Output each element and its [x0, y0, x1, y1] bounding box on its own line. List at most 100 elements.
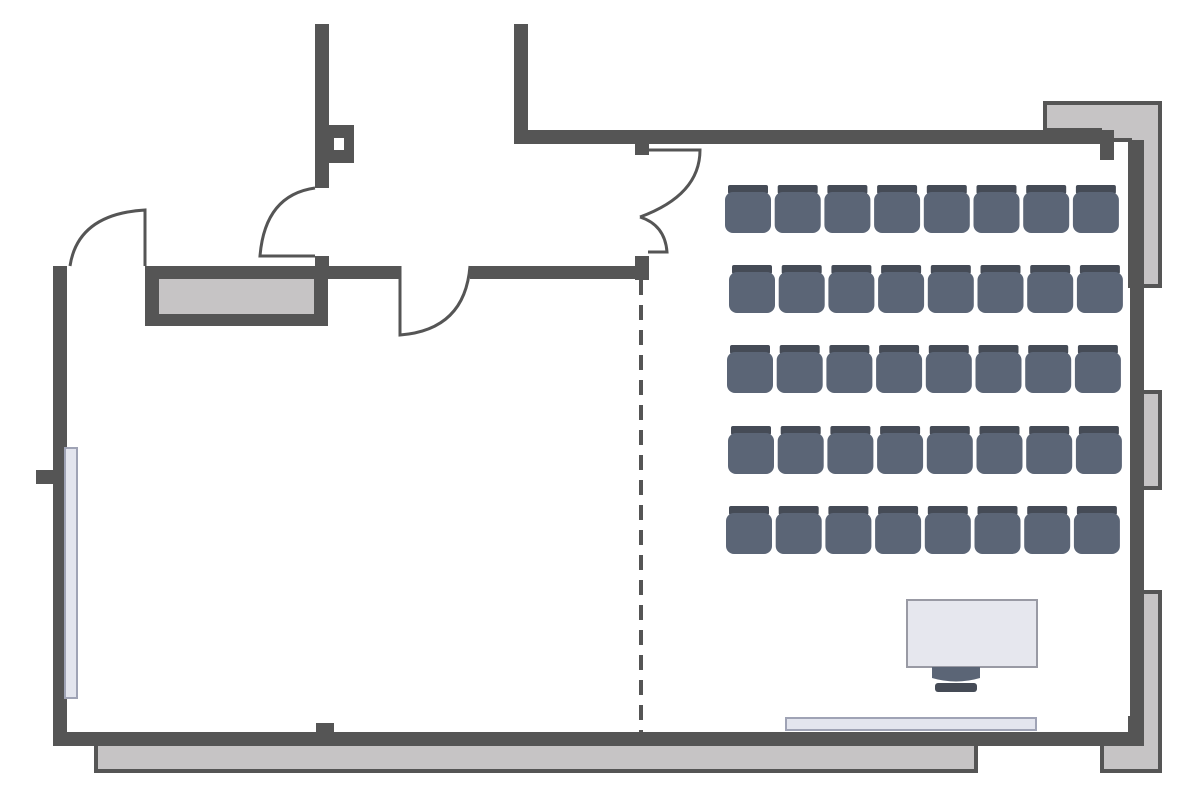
- right-wall: [1130, 140, 1144, 746]
- door-middle: [398, 265, 472, 337]
- seat-body: [878, 272, 925, 313]
- left-wall: [53, 266, 67, 746]
- seat-back: [880, 426, 921, 435]
- seat: [777, 426, 824, 474]
- seat-body: [927, 272, 974, 313]
- seat: [875, 506, 922, 554]
- seat-body: [875, 513, 922, 554]
- left-window: [64, 447, 78, 699]
- seat-back: [926, 185, 967, 194]
- seat-back: [732, 265, 772, 274]
- seat: [1074, 345, 1121, 393]
- seat: [727, 345, 773, 393]
- seat: [976, 426, 1023, 474]
- front-shelf: [785, 717, 1037, 731]
- seat-body: [977, 272, 1024, 313]
- seat-back: [980, 265, 1021, 274]
- seat: [827, 426, 874, 474]
- seat: [874, 185, 921, 233]
- seat-back: [1026, 185, 1067, 194]
- seat: [826, 345, 873, 393]
- seat-back: [928, 345, 969, 354]
- seat: [974, 506, 1021, 554]
- seat-back: [929, 426, 970, 435]
- instructor-chair: [932, 667, 980, 682]
- seat-body: [775, 513, 822, 554]
- seat: [876, 345, 923, 393]
- seat-back: [779, 345, 820, 354]
- seat-body: [828, 272, 875, 313]
- corridor-left-wall: [315, 24, 329, 188]
- seat-body: [975, 352, 1022, 393]
- seat: [1023, 185, 1070, 233]
- seat-back: [1027, 506, 1068, 515]
- seat-body: [777, 433, 824, 474]
- seat: [825, 506, 872, 554]
- seat-back: [979, 426, 1020, 435]
- seat-back: [1078, 426, 1119, 435]
- middle-wall-post: [635, 256, 649, 280]
- seat-body: [1027, 272, 1074, 313]
- seat-back: [830, 426, 871, 435]
- seat-back: [731, 426, 771, 435]
- seat-back: [927, 506, 968, 515]
- door-corridor: [258, 186, 316, 258]
- corridor-right-wall: [514, 24, 528, 144]
- seat-body: [1026, 433, 1073, 474]
- seat-body: [1024, 513, 1071, 554]
- seat: [725, 185, 771, 233]
- seat-back: [877, 185, 918, 194]
- seat: [1025, 345, 1072, 393]
- seat-back: [1076, 506, 1117, 515]
- seat-back: [778, 506, 819, 515]
- seat-back: [1077, 345, 1118, 354]
- seat-body: [877, 433, 924, 474]
- seat-body: [824, 192, 871, 233]
- middle-wall-a: [145, 266, 399, 279]
- middle-wall-b: [470, 266, 648, 279]
- seat: [878, 265, 925, 313]
- seat: [776, 345, 823, 393]
- seat-back: [978, 345, 1019, 354]
- seat-body: [874, 192, 921, 233]
- seat-body: [827, 433, 874, 474]
- seat-body: [925, 352, 972, 393]
- seat: [828, 265, 875, 313]
- seat-back: [777, 185, 818, 194]
- seat-body: [876, 352, 923, 393]
- seat-body: [1075, 433, 1122, 474]
- seat-back: [728, 185, 768, 194]
- seat-body: [974, 513, 1021, 554]
- seat: [726, 506, 772, 554]
- seat-back: [827, 185, 868, 194]
- seat: [923, 185, 970, 233]
- seat: [973, 185, 1020, 233]
- seat: [977, 265, 1024, 313]
- seat: [728, 426, 774, 474]
- seat-back: [1028, 345, 1069, 354]
- seat-body: [1023, 192, 1070, 233]
- seat-body: [726, 513, 772, 554]
- seat: [877, 426, 924, 474]
- seat: [924, 506, 971, 554]
- seat-back: [828, 506, 869, 515]
- seat-body: [776, 352, 823, 393]
- seat-body: [1074, 352, 1121, 393]
- seat-body: [825, 513, 872, 554]
- seat: [729, 265, 775, 313]
- left-wall-stub: [36, 470, 56, 484]
- seat-body: [826, 352, 873, 393]
- seat-back: [829, 345, 870, 354]
- seat-body: [923, 192, 970, 233]
- closet-inner-fill: [158, 279, 315, 315]
- seat-back: [930, 265, 971, 274]
- seat-body: [924, 513, 971, 554]
- seat: [926, 426, 973, 474]
- seat: [927, 265, 974, 313]
- walls: [36, 24, 1144, 746]
- doors: [68, 148, 702, 337]
- seat: [775, 506, 822, 554]
- seat-body: [973, 192, 1020, 233]
- seat-body: [774, 192, 821, 233]
